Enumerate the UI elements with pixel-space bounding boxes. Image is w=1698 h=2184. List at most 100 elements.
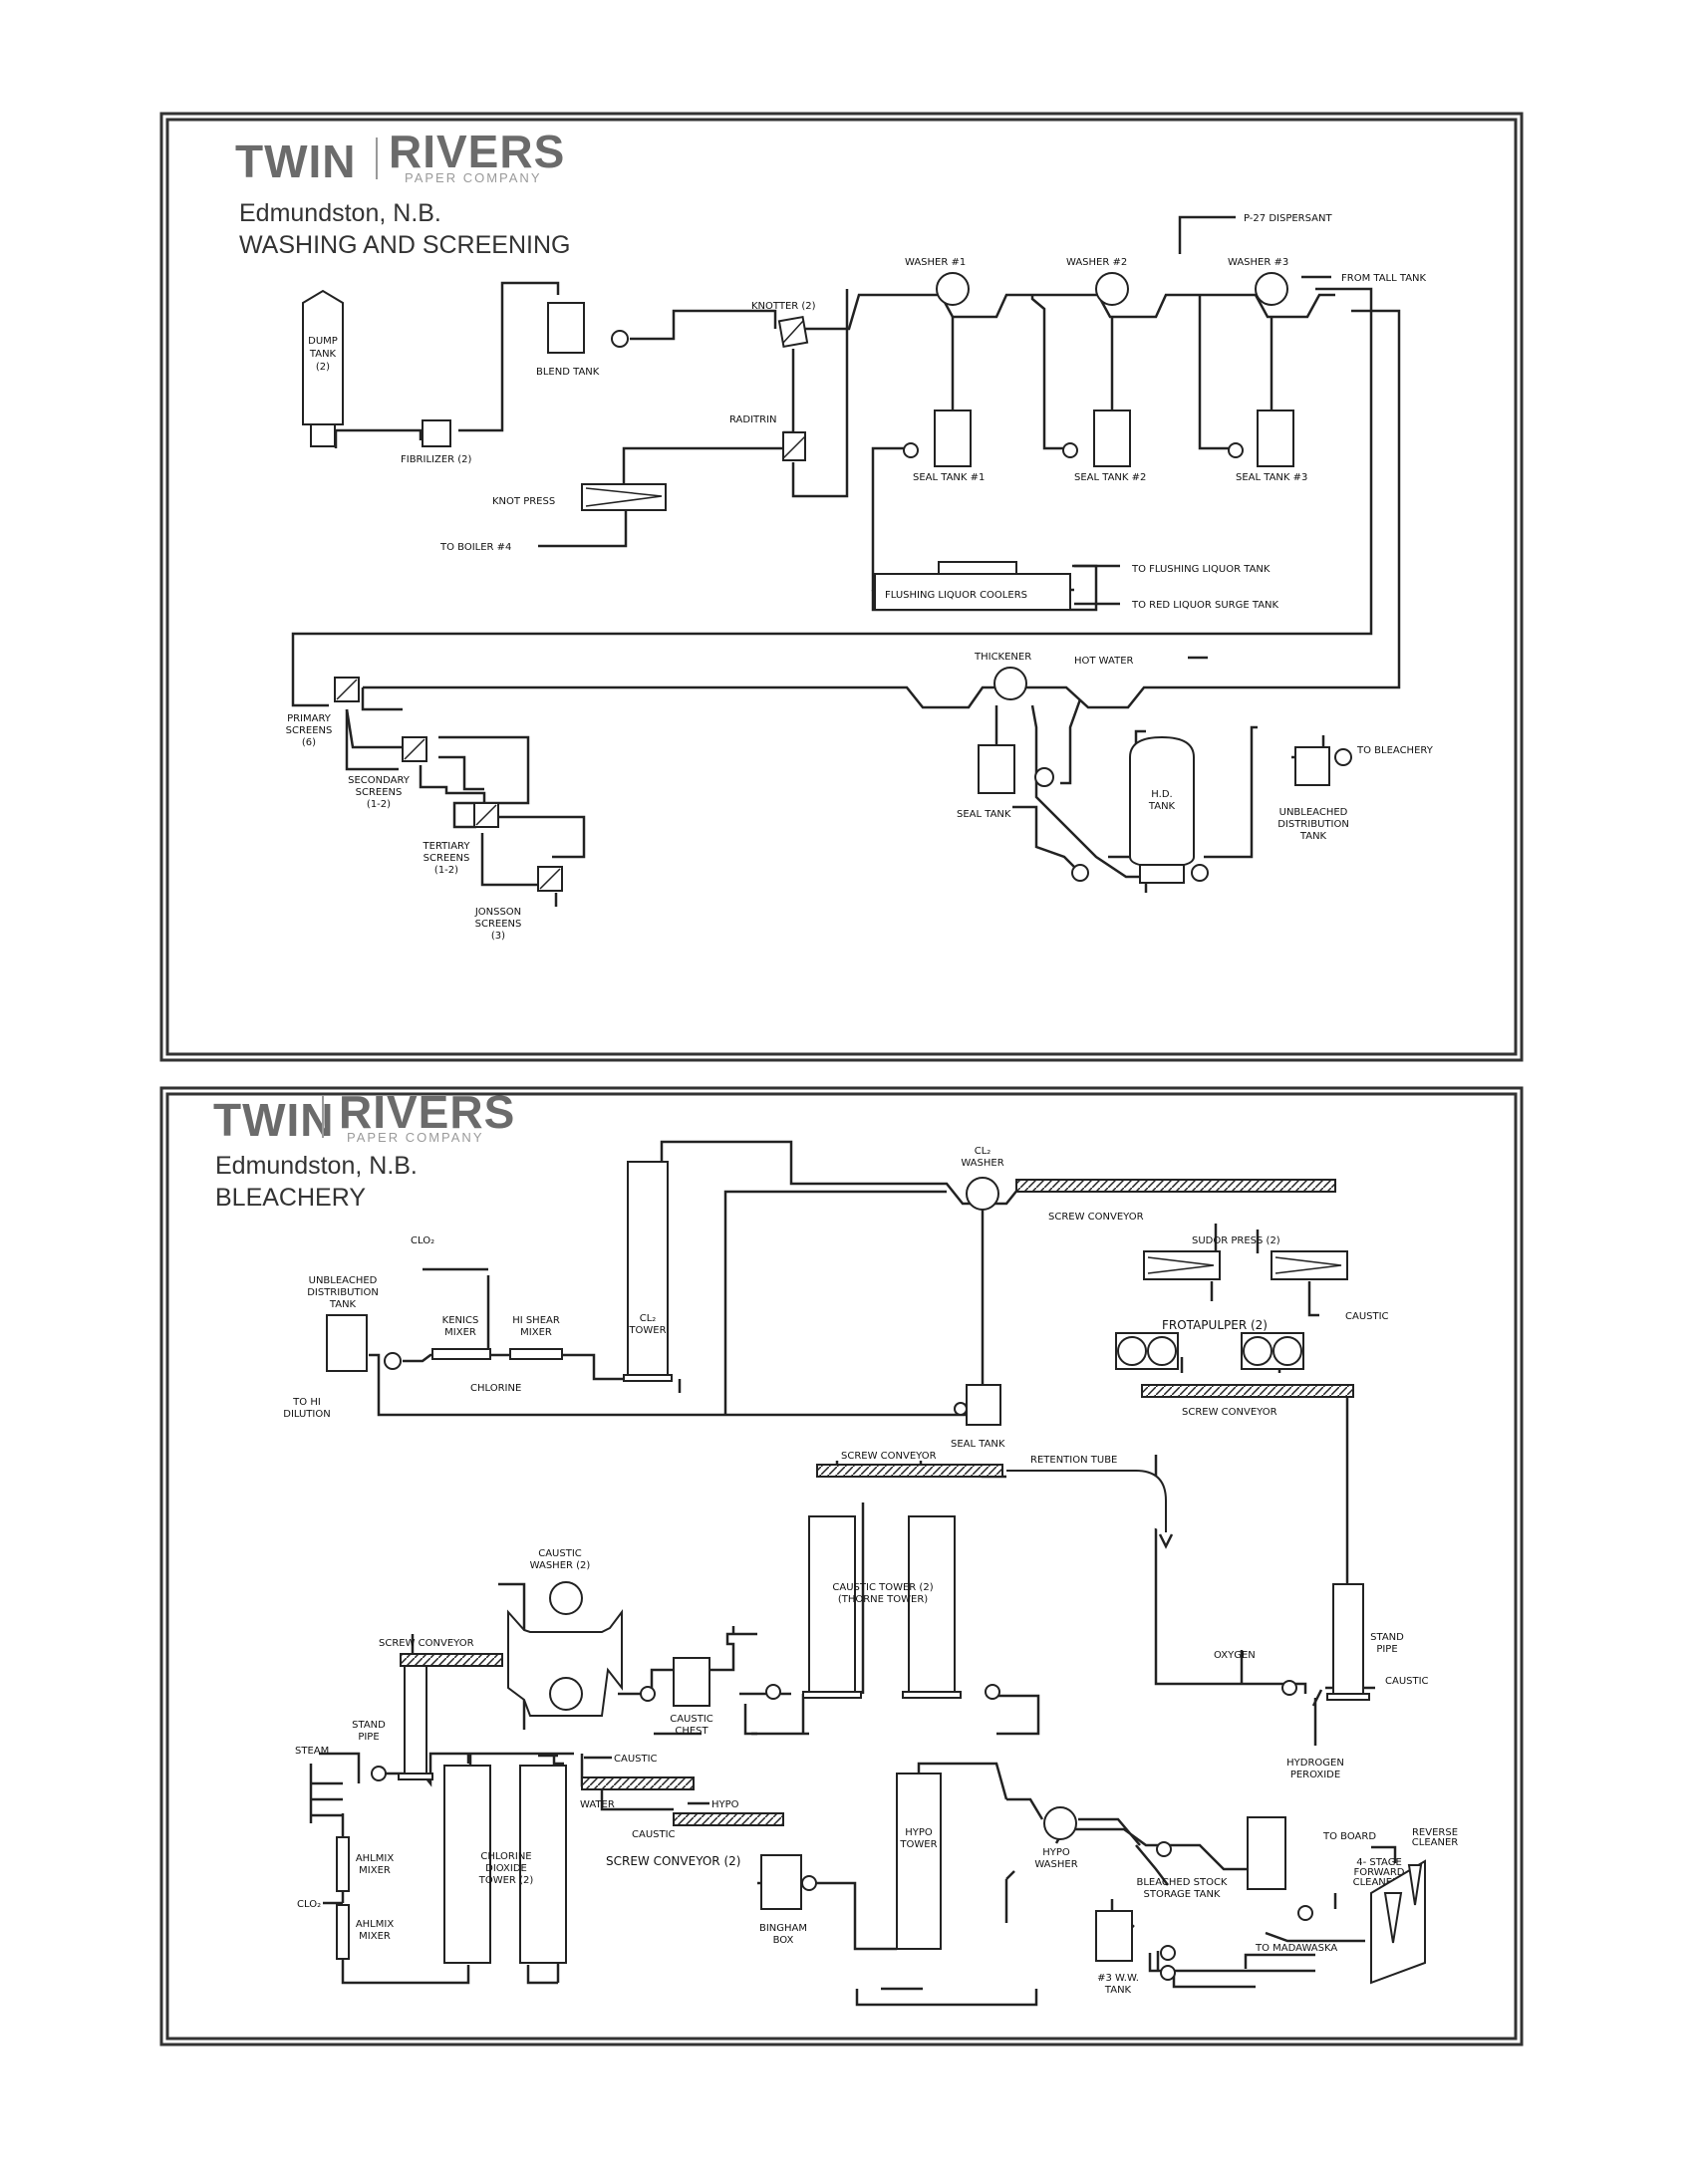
cl2-washer: CL₂ WASHER	[961, 1146, 1004, 1211]
hypo-washer-label-1: HYPO	[1042, 1847, 1070, 1858]
hot-water-label: HOT WATER	[1074, 656, 1134, 667]
cl2-washer-label-1: CL₂	[975, 1146, 991, 1157]
jonsson-screens: JONSSON SCREENS (3)	[474, 866, 563, 942]
brand-logo: TWIN RIVERS PAPER COMPANY	[213, 1086, 514, 1146]
screw-conveyor-mid-label: SCREW CONVEYOR	[1182, 1407, 1277, 1418]
seal-tank-2-label: SEAL TANK #2	[1074, 472, 1146, 483]
hi-shear-mixer: HI SHEAR MIXER	[509, 1315, 563, 1360]
screw-conveyor-mid	[1141, 1384, 1354, 1398]
stage-cleaners-label-3: CLEANERS	[1353, 1877, 1406, 1888]
bingham-box: BINGHAM BOX	[759, 1854, 817, 1946]
seal-tank-b-label: SEAL TANK	[951, 1439, 1005, 1450]
thickener-label: THICKENER	[974, 652, 1031, 663]
clo2-top-label: CLO₂	[411, 1235, 434, 1246]
water-label: WATER	[580, 1799, 615, 1810]
retention-tube-label: RETENTION TUBE	[1030, 1455, 1117, 1466]
tertiary-label-3: (1-2)	[434, 865, 458, 876]
clo2-tower-label-1: CHLORINE	[480, 1851, 531, 1862]
ahlmix2-label-2: MIXER	[359, 1931, 391, 1942]
radiator-label: RADITRIN	[729, 414, 777, 425]
unbleached-label-2: DISTRIBUTION	[1277, 819, 1349, 830]
washer-3-label: WASHER #3	[1228, 257, 1288, 268]
frotapulper: FROTAPULPER (2)	[1115, 1318, 1304, 1370]
steam-label: STEAM	[295, 1746, 329, 1757]
cl2-washer-label-2: WASHER	[961, 1158, 1003, 1169]
dump-tank-label-2: TANK	[309, 349, 337, 360]
caustic-tower-label-2: (THORNE TOWER)	[838, 1594, 928, 1605]
panel-inner-frame	[165, 1092, 1518, 2041]
seal-tank-1-label: SEAL TANK #1	[913, 472, 985, 483]
stand-pipe-right: STAND PIPE CAUSTIC OXYGEN HYDROGEN PEROX…	[1214, 1583, 1429, 1780]
secondary-label-2: SCREENS	[356, 787, 403, 798]
section-title: WASHING AND SCREENING	[239, 231, 570, 259]
hypo-washer: HYPO WASHER	[1006, 1797, 1141, 1870]
panel-frame	[159, 1086, 1524, 2047]
clo2-bottom-label: CLO₂	[297, 1899, 321, 1910]
bingham-label-1: BINGHAM	[759, 1923, 807, 1934]
caustic-tower-label-1: CAUSTIC TOWER (2)	[832, 1582, 933, 1593]
kenics-label-2: MIXER	[444, 1327, 476, 1338]
screw-conveyor-4-label: SCREW CONVEYOR	[379, 1638, 474, 1649]
hd-tank-label-2: TANK	[1148, 801, 1176, 812]
sudor-press: SUDOR PRESS (2)	[1143, 1235, 1348, 1280]
knotter: KNOTTER (2)	[751, 301, 816, 349]
to-hi-label-1: TO HI	[292, 1397, 321, 1408]
stand-pipe-l-label-2: PIPE	[358, 1732, 379, 1743]
stand-pipe-r-label-1: STAND	[1370, 1632, 1404, 1643]
seal-tank-label: SEAL TANK	[957, 809, 1011, 820]
washer-1: WASHER #1	[905, 257, 970, 306]
hypo-in-label: HYPO	[711, 1799, 739, 1810]
p27-dispersant-label: P-27 DISPERSANT	[1244, 213, 1332, 224]
section-title: BLEACHERY	[215, 1184, 366, 1212]
hypo-tower: HYPO TOWER	[896, 1762, 1008, 1950]
fiberizer-box	[422, 419, 451, 447]
seal-tank-3: SEAL TANK #3	[1228, 410, 1307, 483]
to-flushing-label: TO FLUSHING LIQUOR TANK	[1131, 564, 1271, 575]
washer-2: WASHER #2	[1066, 257, 1129, 306]
bleached-stock-tank: BLEACHED STOCK STORAGE TANK	[1137, 1816, 1313, 1921]
ahlmix1-label-2: MIXER	[359, 1865, 391, 1876]
cl2-tower-label-2: TOWER	[628, 1325, 666, 1336]
stage-cleaners-label-2: FORWARD	[1354, 1867, 1405, 1878]
ahlmix-mixers: AHLMIX MIXER CLO₂ AHLMIX MIXER	[297, 1836, 395, 1960]
jonsson-label-3: (3)	[491, 931, 505, 942]
unbleached-tank-bleachery: UNBLEACHED DISTRIBUTION TANK	[307, 1275, 402, 1372]
blend-tank: BLEND TANK	[536, 302, 629, 378]
secondary-screens: SECONDARY SCREENS (1-2)	[348, 736, 427, 810]
caustic-3-label: CAUSTIC	[632, 1829, 676, 1840]
steam-manifold: STEAM	[295, 1746, 343, 1823]
frotapulper-label: FROTAPULPER (2)	[1162, 1318, 1268, 1332]
seal-tank-thickener: SEAL TANK	[957, 744, 1089, 882]
reverse-cleaner-label-1: REVERSE	[1412, 1827, 1458, 1838]
caustic-towers: CAUSTIC TOWER (2) (THORNE TOWER)	[765, 1515, 1000, 1700]
pipework	[291, 215, 1401, 907]
cleaners: TO BOARD REVERSE CLEANER 4- STAGE FORWAR…	[1322, 1827, 1459, 1985]
unbleached-b-label-2: DISTRIBUTION	[307, 1287, 379, 1298]
ww-tank: #3 W.W. TANK TO MADAWASKA	[1095, 1910, 1337, 1996]
screw-conveyor-top-label: SCREW CONVEYOR	[1048, 1212, 1144, 1223]
reverse-cleaner-label-2: CLEANER	[1412, 1837, 1459, 1848]
hypo-tower-label-2: TOWER	[899, 1839, 937, 1850]
flushing-liquor-coolers: FLUSHING LIQUOR COOLERS TO FLUSHING LIQU…	[874, 561, 1279, 611]
location-label: Edmundston, N.B.	[215, 1152, 418, 1180]
panel-bleachery: TWIN RIVERS PAPER COMPANY Edmundston, N.…	[159, 1086, 1524, 2047]
hi-shear-label-2: MIXER	[520, 1327, 552, 1338]
brand-subtitle: PAPER COMPANY	[405, 170, 541, 185]
primary-label-1: PRIMARY	[287, 713, 332, 724]
caustic-chest: CAUSTIC CHEST	[640, 1657, 713, 1737]
brand-name-left: TWIN	[235, 136, 357, 187]
stand-pipe-r-label-2: PIPE	[1376, 1644, 1397, 1655]
kenics-mixer: KENICS MIXER	[431, 1315, 491, 1360]
to-hi-label-2: DILUTION	[283, 1409, 330, 1420]
tertiary-screens: TERTIARY SCREENS (1-2)	[423, 802, 499, 876]
oxygen-label: OXYGEN	[1214, 1650, 1256, 1661]
bleached-stock-label-1: BLEACHED STOCK	[1137, 1877, 1228, 1888]
seal-tank-1: SEAL TANK #1	[903, 410, 985, 483]
panel-washing-screening: TWIN RIVERS PAPER COMPANY Edmundston, N.…	[159, 112, 1524, 1062]
dump-tank-label-3: (2)	[316, 362, 330, 373]
hi-shear-label-1: HI SHEAR	[512, 1315, 560, 1326]
ahlmix2-label-1: AHLMIX	[356, 1919, 395, 1930]
unbleached-b-label-3: TANK	[329, 1299, 357, 1310]
screw-conveyor-left	[400, 1653, 503, 1667]
clo2-tower-label-2: DIOXIDE	[485, 1863, 527, 1874]
